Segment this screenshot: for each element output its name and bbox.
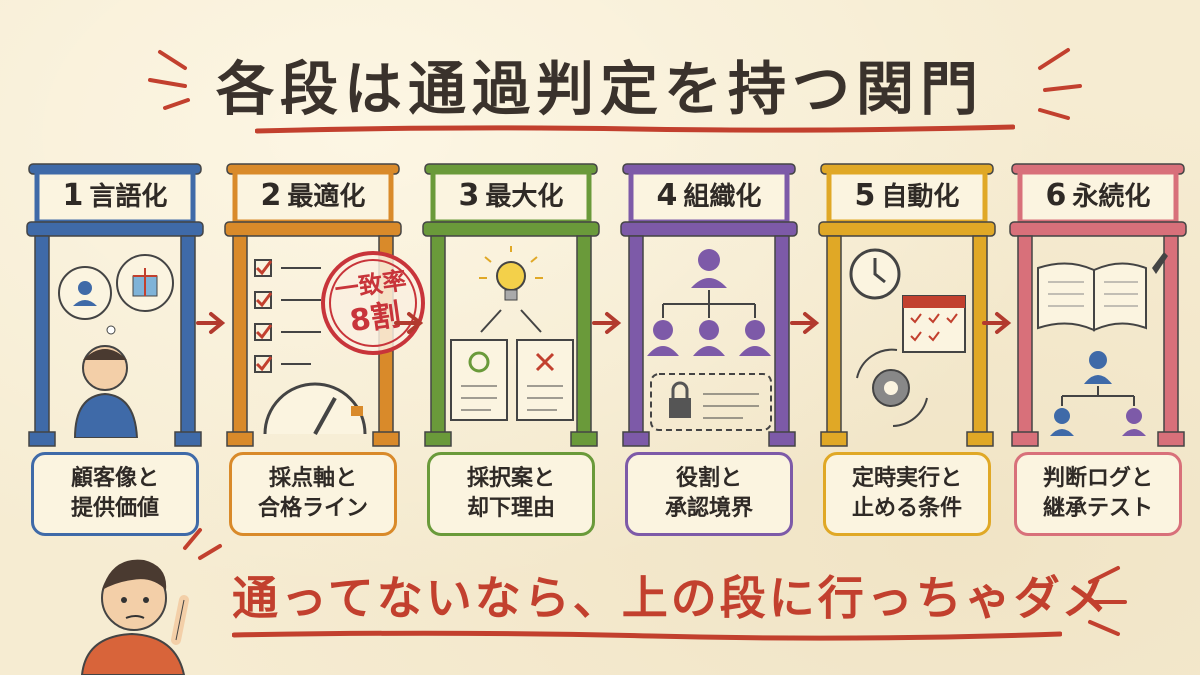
torii-frame-icon (224, 163, 402, 447)
torii-frame-icon (620, 163, 798, 447)
arrow-right-icon (592, 312, 622, 334)
stage-card-2: 採点軸と合格ライン (229, 452, 397, 536)
clock-calendar-gear-icon (849, 248, 966, 427)
stage-card-3: 採択案と却下理由 (427, 452, 595, 536)
arrow-right-icon (982, 312, 1012, 334)
stage-card-6: 判断ログと継承テスト (1014, 452, 1182, 536)
torii-frame-icon (26, 163, 204, 447)
torii-frame-icon (422, 163, 600, 447)
page-title: 各段は通過判定を持つ関門 (215, 55, 984, 123)
arrow-right-icon (790, 312, 820, 334)
lightbulb-options-icon (450, 246, 574, 421)
slogan-underline (232, 630, 1062, 641)
arrow-right-icon (196, 312, 226, 334)
checklist-gauge-icon (254, 259, 367, 435)
arrow-right-icon (394, 312, 424, 334)
title-underline (255, 124, 1015, 134)
stamp-circle-icon (321, 251, 425, 355)
stage-card-4: 役割と承認境界 (625, 452, 793, 536)
stage-card-5: 定時実行と止める条件 (823, 452, 991, 536)
stage-card-1: 顧客像と提供価値 (31, 452, 199, 536)
customer-thinking-icon (58, 254, 174, 438)
torii-frame-icon (818, 163, 996, 447)
org-chart-lock-icon (647, 249, 772, 431)
pointing-person-icon (80, 559, 189, 675)
torii-frame-icon (1009, 163, 1187, 447)
slogan-text: 通ってないなら、上の段に行っちゃダメ (232, 571, 1111, 625)
book-org-icon (1037, 252, 1168, 436)
match-rate-stamp: 一致率 8割 (318, 248, 428, 358)
